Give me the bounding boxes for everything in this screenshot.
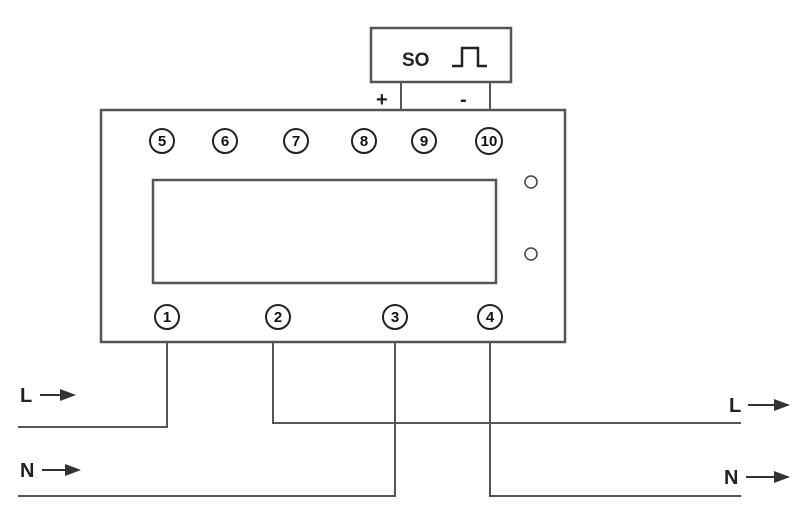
terminal-8: 8: [351, 128, 377, 154]
wire-line-out: [272, 342, 741, 424]
led-indicator-top: [524, 175, 538, 189]
svg-text:7: 7: [292, 133, 300, 150]
terminal-6: 6: [212, 128, 238, 154]
terminal-1: 1: [154, 304, 180, 330]
svg-text:10: 10: [481, 133, 498, 150]
wiring: [18, 342, 741, 497]
wire-line-in: [18, 342, 168, 428]
wire-neutral-out: [489, 342, 741, 497]
right-line-label: L: [729, 395, 741, 417]
left-line-label: L: [20, 385, 32, 407]
terminal-7: 7: [283, 128, 309, 154]
svg-text:2: 2: [274, 309, 282, 326]
terminal-9: 9: [411, 128, 437, 154]
terminal-4: 4: [477, 304, 503, 330]
terminals-bottom: 1 2 3 4: [154, 304, 503, 330]
svg-text:4: 4: [486, 309, 495, 326]
svg-text:8: 8: [360, 133, 368, 150]
pulse-box-label: SO: [402, 50, 429, 71]
terminals-top: 5 6 7 8 9 10: [149, 127, 503, 155]
pulse-icon: [452, 46, 487, 68]
terminal-10: 10: [475, 127, 503, 155]
left-neutral-label: N: [20, 460, 34, 482]
pulse-plus-label: +: [376, 89, 388, 111]
svg-text:1: 1: [163, 309, 171, 326]
right-neutral-label: N: [724, 467, 738, 489]
svg-text:3: 3: [391, 309, 399, 326]
svg-text:6: 6: [221, 133, 229, 150]
svg-text:5: 5: [158, 133, 166, 150]
meter-display: [151, 178, 498, 285]
right-labels: L N: [724, 395, 790, 489]
wire-neutral-in: [18, 342, 396, 497]
terminal-3: 3: [382, 304, 408, 330]
terminal-5: 5: [149, 128, 175, 154]
terminal-2: 2: [265, 304, 291, 330]
led-indicator-bottom: [524, 247, 538, 261]
svg-text:9: 9: [420, 133, 428, 150]
pulse-output-box: SO + -: [369, 26, 513, 111]
pulse-minus-label: -: [460, 89, 467, 111]
left-labels: L N: [20, 385, 81, 482]
pulse-box-frame: [369, 26, 513, 84]
